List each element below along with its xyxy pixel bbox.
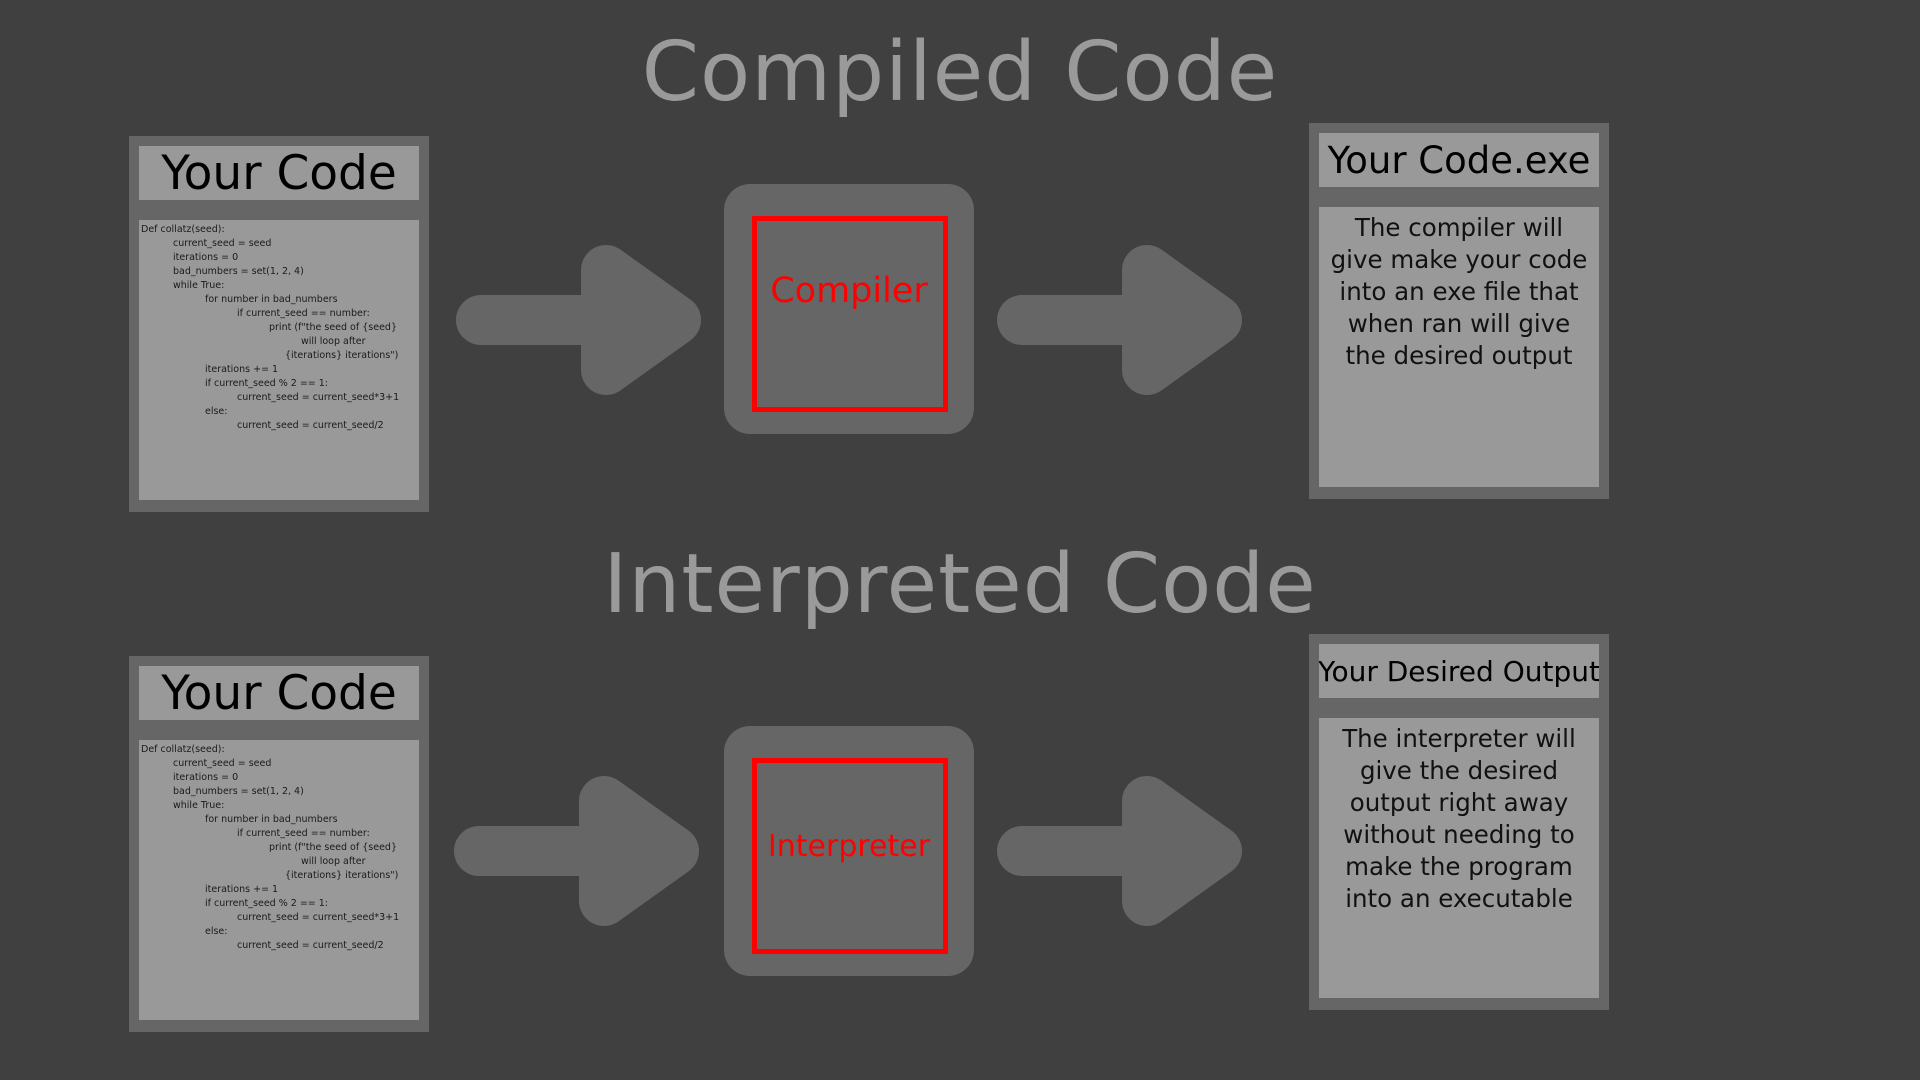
code-line: if current_seed % 2 == 1: (205, 378, 329, 389)
interpreted-output-arrow-icon (997, 776, 1242, 926)
code-line: will loop after (301, 336, 366, 347)
interpreted-output-description: The interpreter will give the desired ou… (1319, 718, 1599, 998)
code-line: iterations += 1 (205, 884, 279, 895)
interpreted-source-code: Def collatz(seed): current_seed = seed ite… (139, 740, 419, 1020)
code-line: {iterations} iterations") (285, 870, 399, 881)
compiled-source-document: Your Code Def collatz(seed): current_seed… (129, 136, 429, 512)
code-line: if current_seed == number: (237, 828, 370, 839)
compiled-output-description: The compiler will give make your code in… (1319, 207, 1599, 487)
code-line: print (f"the seed of {seed} (269, 842, 397, 853)
compiled-source-code: Def collatz(seed): current_seed = seed ite… (139, 220, 419, 500)
code-line: Def collatz(seed): (141, 744, 225, 755)
code-line: for number in bad_numbers (205, 814, 338, 825)
code-line: else: (205, 406, 228, 417)
interpreter-label: Interpreter (767, 829, 931, 864)
code-line: print (f"the seed of {seed} (269, 322, 397, 333)
compiled-output-heading: Your Code.exe (1319, 133, 1599, 187)
code-line: iterations = 0 (173, 252, 239, 263)
interpreter-frame (752, 758, 948, 954)
interpreted-input-arrow-icon (454, 776, 699, 926)
code-line: current_seed = seed (173, 238, 272, 249)
code-line: for number in bad_numbers (205, 294, 338, 305)
code-line: {iterations} iterations") (285, 350, 399, 361)
interpreted-source-heading: Your Code (139, 666, 419, 720)
compiled-code-title: Compiled Code (641, 25, 1279, 120)
code-line: else: (205, 926, 228, 937)
compiled-input-arrow-icon (456, 245, 701, 395)
code-line: while True: (173, 280, 225, 291)
compiled-source-heading: Your Code (139, 146, 419, 200)
compiler-label: Compiler (770, 271, 928, 311)
compiled-output-arrow-icon (997, 245, 1242, 395)
compiler-box: Compiler (724, 184, 974, 434)
compiled-output-document: Your Code.exe The compiler will give mak… (1309, 123, 1609, 499)
interpreter-box: Interpreter (724, 726, 974, 976)
code-line: if current_seed == number: (237, 308, 370, 319)
code-line: current_seed = seed (173, 758, 272, 769)
interpreted-output-document: Your Desired Output The interpreter will… (1309, 634, 1609, 1010)
interpreted-source-document: Your Code Def collatz(seed): current_seed… (129, 656, 429, 1032)
interpreted-code-title: Interpreted Code (603, 537, 1317, 632)
compiler-frame (752, 216, 948, 412)
code-line: iterations += 1 (205, 364, 279, 375)
code-line: current_seed = current_seed/2 (237, 420, 384, 431)
code-line: while True: (173, 800, 225, 811)
code-line: bad_numbers = set(1, 2, 4) (173, 266, 304, 277)
code-line: will loop after (301, 856, 366, 867)
interpreted-output-heading: Your Desired Output (1319, 644, 1599, 698)
code-line: Def collatz(seed): (141, 224, 225, 235)
code-line: bad_numbers = set(1, 2, 4) (173, 786, 304, 797)
code-line: iterations = 0 (173, 772, 239, 783)
code-line: current_seed = current_seed/2 (237, 940, 384, 951)
code-line: if current_seed % 2 == 1: (205, 898, 329, 909)
code-line: current_seed = current_seed*3+1 (237, 912, 400, 923)
code-line: current_seed = current_seed*3+1 (237, 392, 400, 403)
